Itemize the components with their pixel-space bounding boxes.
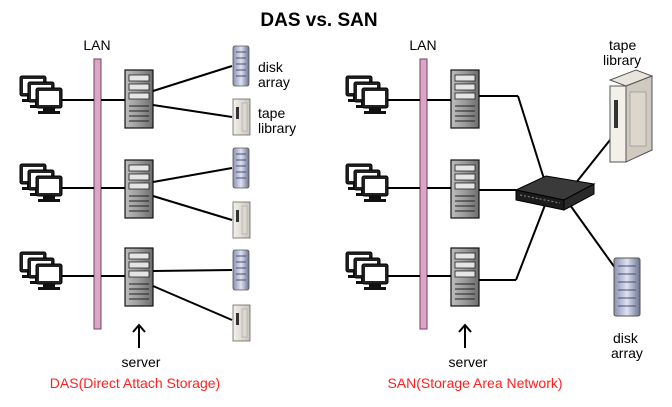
san-server-label: server	[449, 354, 488, 370]
das-disk-label-line1: disk	[258, 59, 284, 75]
san-tape-label-line2: library	[603, 52, 641, 68]
das-caption: DAS(Direct Attach Storage)	[50, 375, 220, 391]
das-tape-label-line1: tape	[258, 105, 285, 121]
das-section: LAN	[20, 37, 296, 391]
san-disk-label-line1: disk	[613, 330, 639, 346]
das-disk-array-icon-2	[232, 147, 250, 189]
san-tape-label-line1: tape	[609, 37, 636, 53]
san-server-2	[450, 159, 480, 219]
das-disk-array-icon-1	[232, 45, 250, 87]
das-workstation-group-2	[20, 164, 94, 202]
san-workstation-group-1	[346, 76, 420, 114]
das-server-arrow	[132, 323, 146, 348]
das-lan-bar	[93, 58, 102, 330]
san-server-arrow	[458, 323, 472, 348]
das-disk-label-line2: array	[258, 74, 290, 90]
san-lan-bar	[419, 58, 428, 330]
das-tape-library-icon-2	[232, 201, 251, 239]
das-workstation-group-3	[20, 252, 94, 290]
san-workstation-group-3	[346, 252, 420, 290]
san-disk-array-icon	[613, 257, 641, 317]
san-workstation-group-2	[346, 164, 420, 202]
das-tape-library-icon-1	[232, 98, 251, 136]
san-server-3	[450, 247, 480, 307]
das-server-1	[124, 69, 154, 129]
san-switch-icon	[514, 175, 596, 211]
san-server-1	[450, 69, 480, 129]
das-disk-array-icon-3	[232, 249, 250, 291]
san-tape-library-icon	[608, 69, 654, 163]
das-workstation-group-1	[20, 76, 94, 114]
das-lan-label: LAN	[83, 37, 110, 53]
san-section: LAN	[346, 37, 654, 391]
page-title: DAS vs. SAN	[260, 10, 377, 31]
das-server-label: server	[122, 354, 161, 370]
das-tape-label-line2: library	[258, 120, 296, 136]
san-caption: SAN(Storage Area Network)	[387, 375, 562, 391]
das-server-3	[124, 247, 154, 307]
san-disk-label-line2: array	[611, 345, 643, 361]
das-server-2	[124, 159, 154, 219]
san-lan-label: LAN	[409, 37, 436, 53]
das-tape-library-icon-3	[232, 304, 251, 342]
